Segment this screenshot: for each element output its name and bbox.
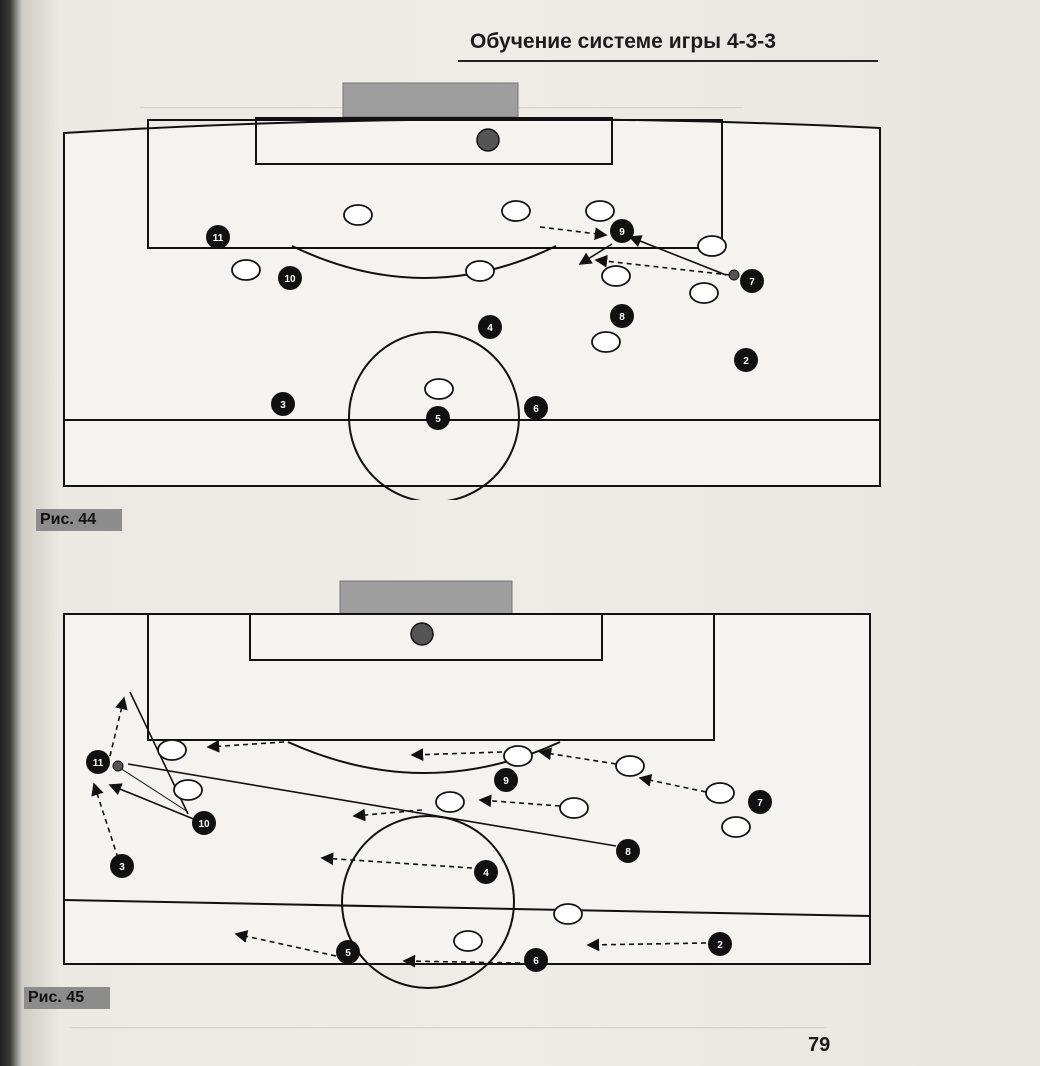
goal bbox=[339, 580, 513, 616]
svg-text:8: 8 bbox=[619, 312, 625, 323]
ball bbox=[410, 622, 434, 646]
player-3: 3 bbox=[271, 392, 295, 416]
svg-text:4: 4 bbox=[483, 868, 489, 879]
svg-text:8: 8 bbox=[625, 847, 631, 858]
svg-text:2: 2 bbox=[717, 940, 723, 951]
opponents bbox=[231, 200, 727, 400]
player-11: 11 bbox=[206, 225, 230, 249]
player-5: 5 bbox=[336, 940, 360, 964]
opponents bbox=[157, 739, 751, 952]
player-10: 10 bbox=[278, 266, 302, 290]
pitch-lines bbox=[63, 117, 881, 500]
svg-text:10: 10 bbox=[284, 274, 296, 285]
player-6: 6 bbox=[524, 396, 548, 420]
svg-text:7: 7 bbox=[749, 277, 755, 288]
svg-text:5: 5 bbox=[345, 948, 351, 959]
svg-text:3: 3 bbox=[119, 862, 125, 873]
player-9: 9 bbox=[610, 219, 634, 243]
svg-text:11: 11 bbox=[93, 758, 104, 769]
svg-text:7: 7 bbox=[757, 798, 763, 809]
player-2: 2 bbox=[708, 932, 732, 956]
page-number: 79 bbox=[808, 1034, 831, 1056]
movement-arrows bbox=[539, 226, 731, 276]
figure-44-diagram: 11 10 9 7 8 4 2 3 5 6 bbox=[63, 82, 881, 500]
figure-45-diagram: 11 10 3 9 7 8 4 5 6 2 bbox=[63, 580, 871, 989]
svg-text:5: 5 bbox=[435, 414, 441, 425]
player-8: 8 bbox=[610, 304, 634, 328]
ball-at-player-7 bbox=[728, 269, 740, 281]
svg-text:9: 9 bbox=[619, 227, 625, 238]
running-head-rule bbox=[458, 60, 878, 62]
ball bbox=[476, 128, 500, 152]
svg-text:9: 9 bbox=[503, 776, 509, 787]
player-10: 10 bbox=[192, 811, 216, 835]
svg-text:4: 4 bbox=[487, 323, 493, 334]
player-7: 7 bbox=[740, 269, 764, 293]
player-11: 11 bbox=[86, 750, 110, 774]
svg-text:6: 6 bbox=[533, 956, 539, 967]
player-7: 7 bbox=[748, 790, 772, 814]
svg-text:11: 11 bbox=[213, 233, 224, 244]
pitch-lines bbox=[63, 613, 871, 989]
player-3: 3 bbox=[110, 854, 134, 878]
player-4: 4 bbox=[478, 315, 502, 339]
figure-45-caption: Рис. 45 bbox=[24, 987, 111, 1009]
ball-at-player-11 bbox=[112, 760, 124, 772]
player-4: 4 bbox=[474, 860, 498, 884]
player-8: 8 bbox=[616, 839, 640, 863]
player-2: 2 bbox=[734, 348, 758, 372]
svg-text:3: 3 bbox=[280, 400, 286, 411]
running-head: Обучение системе игры 4-3-3 bbox=[470, 30, 776, 53]
svg-text:10: 10 bbox=[198, 819, 210, 830]
figure-44-caption: Рис. 44 bbox=[36, 509, 123, 531]
goal bbox=[342, 82, 519, 118]
svg-text:6: 6 bbox=[533, 404, 539, 415]
player-9: 9 bbox=[494, 768, 518, 792]
svg-text:2: 2 bbox=[743, 356, 749, 367]
player-6: 6 bbox=[524, 948, 548, 972]
player-5: 5 bbox=[426, 406, 450, 430]
